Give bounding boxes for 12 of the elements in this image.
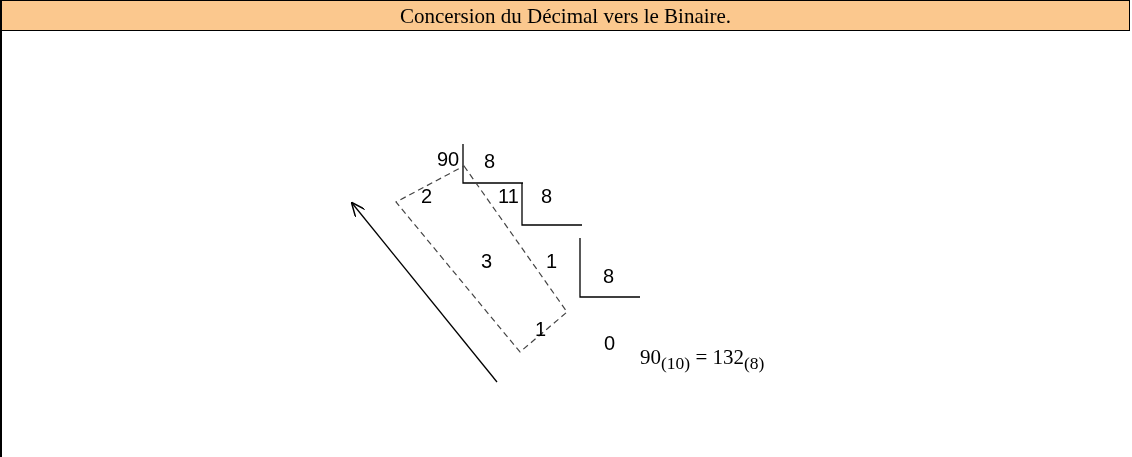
number-label: 8 [541,185,553,207]
number-label: 0 [604,332,616,354]
number-label: 1 [535,318,547,340]
conversion-result: 90$_{(10)}$ = 132$_{(8)}$ [640,346,765,375]
number-label: 11 [498,185,519,207]
number-label: 90 [437,148,460,170]
number-label: 3 [481,250,493,272]
number-label: 8 [603,265,615,287]
number-label: 2 [421,185,433,207]
number-label: 1 [546,250,558,272]
title-bar: Concersion du Décimal vers le Binaire. [0,0,1130,31]
number-label: 8 [484,150,496,172]
